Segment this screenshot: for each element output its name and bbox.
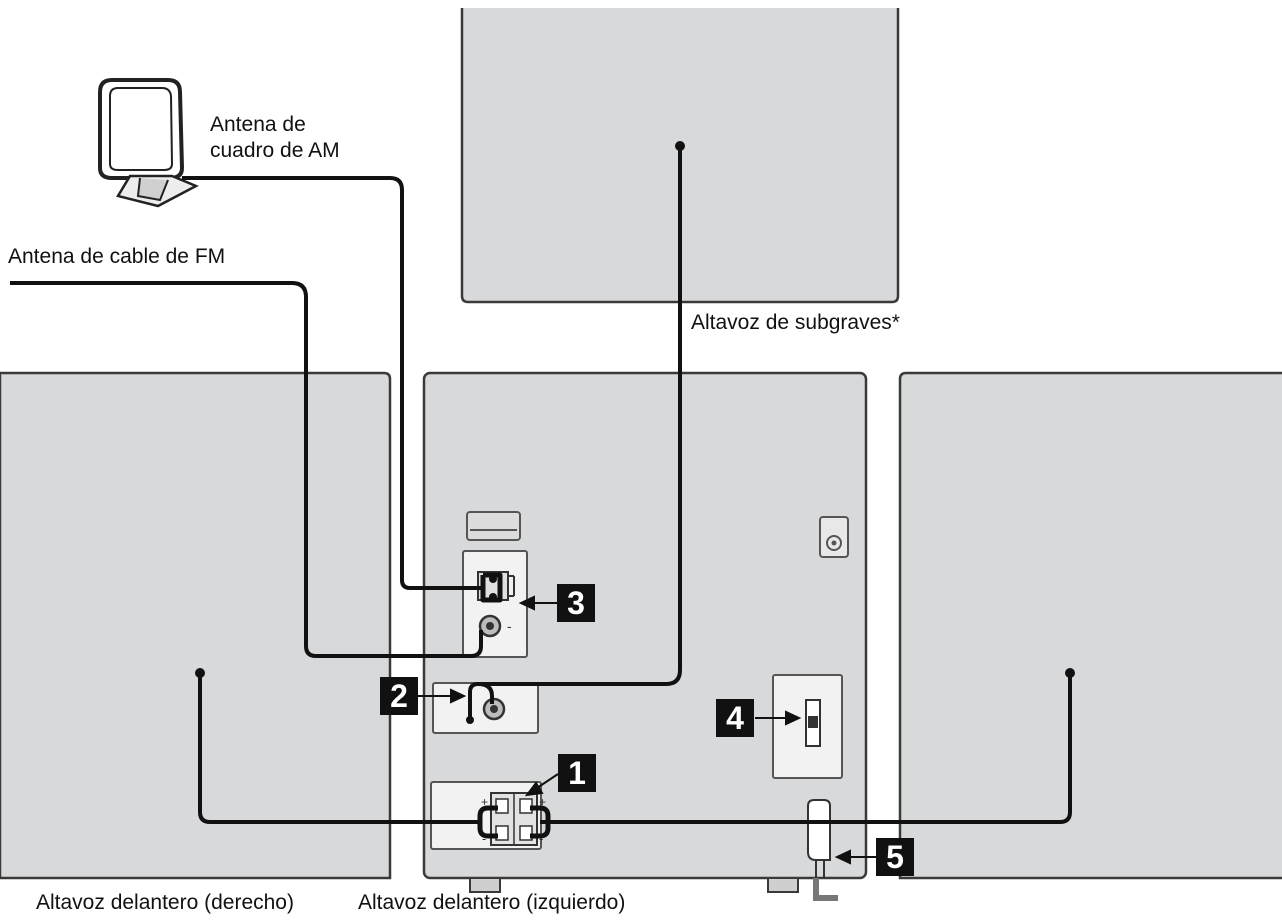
callout-3: 3: [557, 584, 595, 622]
callout-1: 1: [558, 754, 596, 792]
am-antenna-label-line1: Antena de: [210, 113, 306, 136]
unit-port-outline: [466, 511, 521, 541]
subwoofer-cable-end: [675, 141, 685, 151]
front-left-speaker-label: Altavoz delantero (izquierdo): [358, 891, 626, 914]
subwoofer-label: Altavoz de subgraves*: [691, 311, 900, 334]
front-left-speaker-panel: [898, 371, 1282, 880]
main-unit-foot: [469, 877, 501, 893]
front-right-cable-end: [195, 668, 205, 678]
main-unit-panel: [422, 371, 868, 880]
am-antenna-label: Antena de cuadro de AM: [210, 112, 340, 164]
front-right-speaker-panel: [0, 371, 392, 880]
terminal-plus-mark-left: +: [481, 795, 488, 809]
front-right-speaker-cable: [198, 671, 478, 824]
fm-antenna-label: Antena de cable de FM: [8, 245, 226, 268]
terminal-minus-mark-right: -: [539, 831, 543, 846]
subwoofer-cable: [468, 146, 682, 718]
fm-antenna-cable: [10, 281, 483, 658]
callout-2: 2: [380, 677, 418, 715]
antenna-jack-panel: [462, 550, 528, 658]
main-unit-foot: [767, 877, 799, 893]
am-antenna-cable: [182, 176, 483, 590]
power-plug-icon: [807, 799, 838, 901]
terminal-minus-mark-left: -: [482, 831, 486, 846]
terminal-plus-mark-right: +: [539, 795, 546, 809]
front-left-cable-end: [1065, 668, 1075, 678]
headphone-socket-ring: [826, 535, 842, 551]
headphone-socket-hole: [831, 540, 837, 546]
fm-jack-minus-mark: -: [507, 618, 512, 634]
am-loop-antenna-icon: [98, 78, 199, 208]
callout-pointers: [418, 595, 876, 865]
cables: [10, 146, 1072, 839]
callout-4: 4: [716, 699, 754, 737]
front-left-speaker-cable: [540, 671, 1072, 824]
callout-5: 5: [876, 838, 914, 876]
am-antenna-label-line2: cuadro de AM: [210, 139, 340, 162]
front-right-speaker-label: Altavoz delantero (derecho): [36, 891, 294, 914]
